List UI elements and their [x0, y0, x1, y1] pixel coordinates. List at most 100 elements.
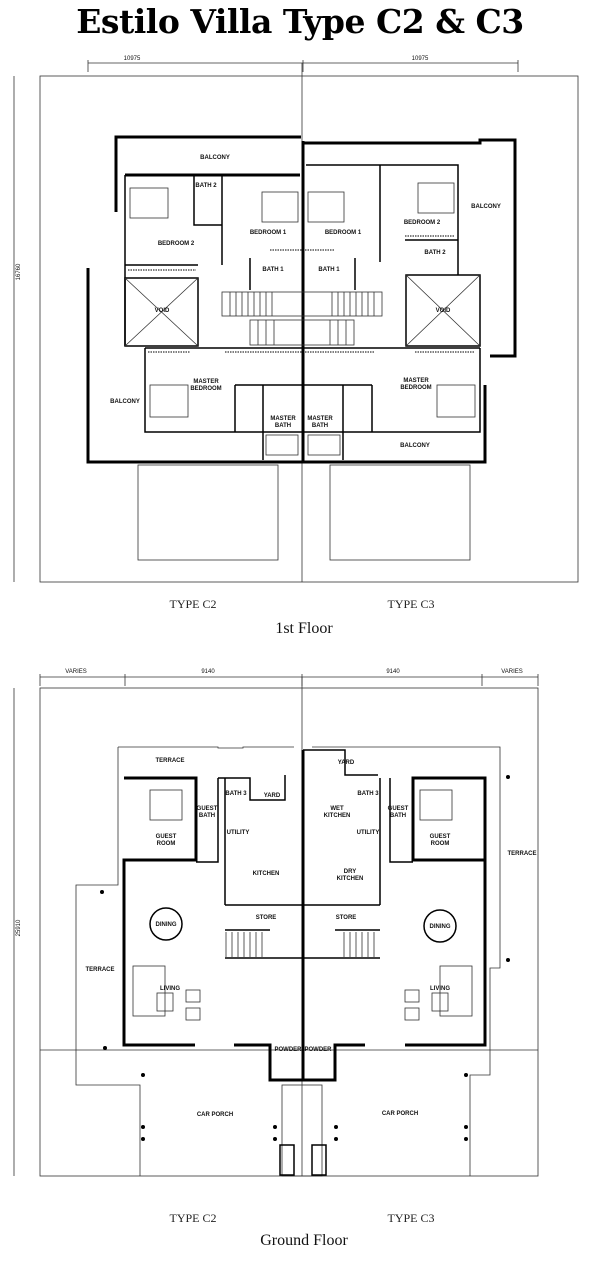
staircase: [221, 291, 383, 346]
room-label: KITCHEN: [324, 813, 351, 819]
wall: [303, 348, 481, 433]
site-boundary: [39, 687, 539, 1177]
room-label: BEDROOM 1: [325, 230, 362, 236]
room-label: YARD: [264, 793, 281, 799]
wall: [218, 775, 286, 801]
room-label: VOID: [436, 308, 451, 314]
terrace-outline: [118, 746, 294, 749]
room-label: BALCONY: [200, 155, 230, 161]
staircase: [225, 932, 375, 957]
room-label: LIVING: [160, 986, 180, 992]
room-label: UTILITY: [357, 830, 380, 836]
wall: [193, 175, 222, 226]
type-c2-caption: TYPE C2: [169, 597, 216, 611]
room-label: BEDROOM 1: [250, 230, 287, 236]
room-label: BALCONY: [400, 443, 430, 449]
void-right: [405, 274, 481, 347]
dim-width-right: 9140: [386, 669, 400, 675]
wall: [306, 164, 459, 275]
dim-depth: 16760: [16, 263, 22, 280]
room-label: BATH: [275, 423, 291, 429]
porch-roof-right: [329, 464, 471, 561]
room-label: GUEST: [430, 834, 451, 840]
wall: [405, 776, 487, 1047]
wall: [144, 348, 303, 433]
dining-tables: [149, 907, 457, 943]
first-floor-plan: 10975 10975 16760: [13, 56, 579, 637]
dim-width-left: 9140: [201, 669, 215, 675]
living-furniture: [132, 789, 473, 1021]
room-label: MASTER: [403, 378, 429, 384]
room-label: MASTER: [270, 416, 296, 422]
room-label: BATH: [199, 813, 215, 819]
wardrobes: [128, 235, 475, 353]
room-label: GUEST: [156, 834, 177, 840]
room-label: BEDROOM 2: [158, 241, 195, 247]
page-title: Estilo Villa Type C2 & C3: [76, 2, 524, 41]
type-c3-caption: TYPE C3: [387, 1211, 434, 1225]
room-label: BATH 3: [225, 791, 247, 797]
room-label: KITCHEN: [253, 871, 280, 877]
room-label: BATH 3: [357, 791, 379, 797]
wall: [196, 778, 219, 863]
room-label: GUEST: [388, 806, 409, 812]
room-label: MASTER: [193, 379, 219, 385]
room-label: KITCHEN: [337, 876, 364, 882]
room-label: UTILITY: [227, 830, 250, 836]
room-label: CAR PORCH: [197, 1112, 233, 1118]
floor-caption: 1st Floor: [275, 620, 333, 637]
room-label: BATH 1: [262, 267, 284, 273]
room-label: DRY: [344, 869, 356, 875]
site-boundary: [39, 75, 579, 583]
wall: [86, 268, 487, 464]
wall: [389, 778, 413, 863]
room-label: BATH 2: [195, 183, 217, 189]
wall: [303, 138, 517, 358]
bed-icons: [129, 182, 476, 456]
room-label: TERRACE: [85, 967, 114, 973]
column-dots: [100, 775, 510, 1141]
wall: [114, 135, 301, 212]
room-label: BATH 1: [318, 267, 340, 273]
ground-floor-plan: VARIES 9140 9140 VARIES 25910: [13, 669, 539, 1249]
type-c3-caption: TYPE C3: [387, 597, 434, 611]
room-label: MASTER: [307, 416, 333, 422]
room-label: GUEST: [197, 806, 218, 812]
room-label: DINING: [430, 924, 451, 930]
driveway: [279, 1084, 327, 1177]
room-label: POWDER: [305, 1047, 333, 1053]
room-label: BEDROOM: [400, 385, 431, 391]
room-label: POWDER: [275, 1047, 303, 1053]
dim-width-left: 10975: [124, 56, 141, 62]
ground-floor-dimension-line: [13, 674, 539, 1176]
room-label: BATH: [390, 813, 406, 819]
floor-caption: Ground Floor: [260, 1232, 348, 1249]
room-label: TERRACE: [155, 758, 184, 764]
room-label: VOID: [155, 308, 170, 314]
room-label: LIVING: [430, 986, 450, 992]
room-label: DINING: [156, 922, 177, 928]
dim-varies-right: VARIES: [501, 669, 523, 675]
room-label: ROOM: [157, 841, 176, 847]
terrace-outline: [312, 746, 501, 1176]
type-c2-caption: TYPE C2: [169, 1211, 216, 1225]
wall: [303, 749, 378, 776]
first-floor-dimension-line: [13, 60, 519, 582]
room-label: BEDROOM 2: [404, 220, 441, 226]
wall: [122, 776, 198, 1047]
room-label: CAR PORCH: [382, 1111, 418, 1117]
room-label: BATH: [312, 423, 328, 429]
dim-width-right: 10975: [412, 56, 429, 62]
room-label: STORE: [256, 915, 277, 921]
room-label: BALCONY: [471, 204, 501, 210]
room-label: TERRACE: [507, 851, 536, 857]
room-label: BALCONY: [110, 399, 140, 405]
room-label: BATH 2: [424, 250, 446, 256]
terrace-outline: [75, 747, 141, 1176]
porch-roof-left: [137, 464, 279, 561]
room-label: YARD: [338, 760, 355, 766]
dim-varies-left: VARIES: [65, 669, 87, 675]
room-label: WET: [330, 806, 344, 812]
void-left: [124, 277, 199, 347]
